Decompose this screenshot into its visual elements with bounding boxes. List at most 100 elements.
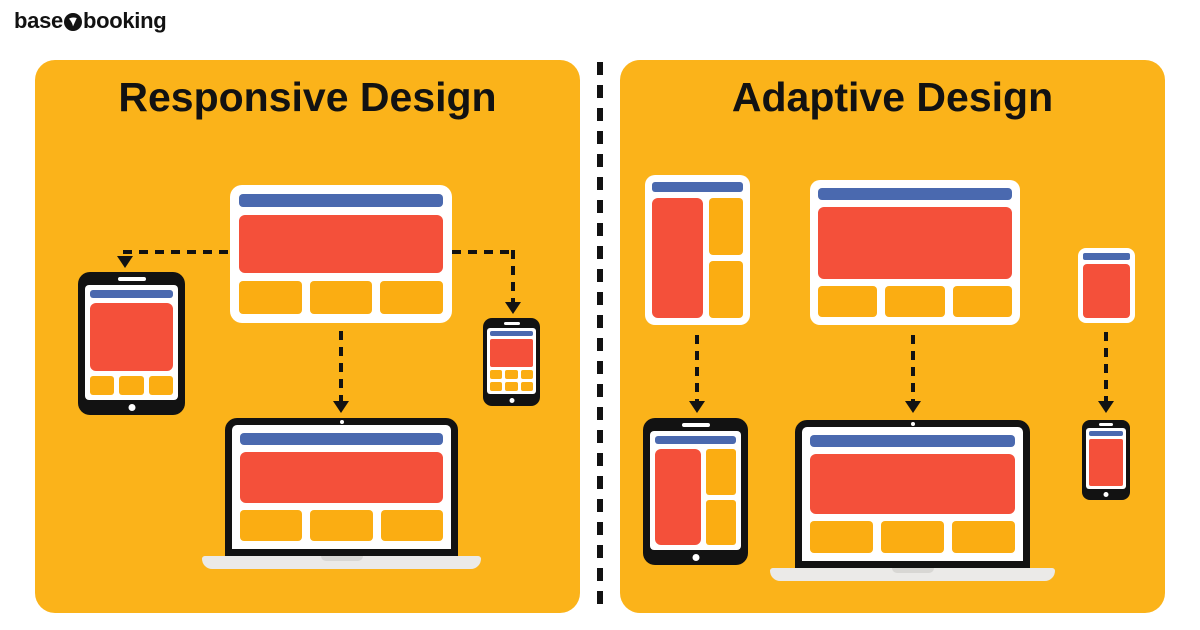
responsive-source-wireframe	[230, 185, 452, 323]
phone-home-button	[1103, 492, 1109, 497]
phone-device	[483, 318, 540, 406]
arrow-to-phone	[511, 250, 515, 302]
wireframe-box-row	[239, 281, 444, 314]
wireframe-box-row	[240, 510, 443, 541]
adaptive-title: Adaptive Design	[731, 74, 1054, 120]
wireframe-hero-block	[652, 198, 703, 318]
wireframe-box-row	[490, 382, 533, 391]
wireframe-box	[952, 286, 1012, 317]
wireframe-side-column	[705, 449, 736, 545]
wireframe-hero-block	[818, 207, 1012, 279]
adaptive-phone-wireframe	[1078, 248, 1135, 323]
wireframe-box	[810, 521, 873, 553]
wireframe-header-bar	[239, 194, 443, 207]
adaptive-design-panel: Adaptive Design	[620, 60, 1165, 613]
wireframe-hero-block	[90, 303, 173, 371]
wireframe-split-body	[655, 449, 736, 545]
wireframe-split-body	[652, 198, 743, 318]
logo-text-base: base	[14, 8, 63, 33]
tablet-speaker	[681, 423, 710, 427]
wireframe-box	[239, 281, 302, 314]
phone-screen	[487, 328, 536, 394]
wireframe-box	[705, 449, 736, 495]
arrow-to-tablet	[123, 250, 230, 254]
logo: base booking	[14, 8, 167, 34]
arrow-to-laptop-head	[905, 401, 921, 413]
wireframe-box	[490, 382, 503, 391]
responsive-design-panel: Responsive Design	[35, 60, 580, 613]
wireframe-box	[881, 521, 944, 553]
wireframe-box	[240, 510, 303, 541]
phone-device	[1082, 420, 1130, 500]
wireframe-box	[310, 510, 373, 541]
laptop-screen	[225, 418, 458, 556]
wireframe-hero-block	[655, 449, 701, 545]
logo-text-booking: booking	[82, 8, 167, 33]
tablet-home-button	[128, 404, 135, 411]
wireframe-box	[148, 376, 173, 395]
wireframe-hero-block	[1089, 439, 1123, 486]
laptop-base	[202, 556, 481, 569]
laptop-camera	[910, 422, 915, 426]
laptop-screen	[795, 420, 1030, 568]
laptop-device	[770, 420, 1055, 581]
wireframe-box	[952, 521, 1015, 553]
wireframe-header-bar	[1083, 253, 1130, 260]
wireframe-box	[119, 376, 144, 395]
tablet-screen	[650, 431, 741, 550]
logo-bird-icon	[63, 13, 82, 31]
wireframe-hero-block	[1083, 264, 1130, 318]
phone-home-button	[509, 398, 514, 403]
arrow-to-laptop-head	[333, 401, 349, 413]
wireframe-box	[709, 261, 743, 318]
wireframe-box	[380, 281, 444, 314]
wireframe-box-row	[90, 376, 173, 395]
phone-screen	[1086, 428, 1126, 489]
laptop-base	[770, 568, 1055, 581]
arrow-to-tablet-head	[689, 401, 705, 413]
wireframe-box	[885, 286, 945, 317]
laptop-base-notch	[320, 556, 363, 561]
tablet-screen	[85, 285, 178, 400]
adaptive-tablet-wireframe	[645, 175, 750, 325]
wireframe-header-bar	[490, 331, 533, 336]
responsive-title: Responsive Design	[118, 74, 497, 120]
wireframe-box-row	[490, 370, 533, 379]
tablet-device	[78, 272, 185, 415]
tablet-device	[643, 418, 748, 565]
panel-divider	[597, 62, 603, 613]
wireframe-box	[705, 499, 736, 545]
arrow-to-phone-head	[1098, 401, 1114, 413]
wireframe-hero-block	[239, 215, 443, 273]
wireframe-box	[505, 382, 518, 391]
wireframe-header-bar	[652, 182, 743, 192]
tablet-speaker	[117, 277, 146, 281]
wireframe-header-bar	[810, 435, 1015, 447]
wireframe-header-bar	[240, 433, 443, 445]
wireframe-box	[520, 370, 533, 379]
wireframe-header-bar	[818, 188, 1012, 200]
arrow-to-tablet-head	[117, 256, 133, 268]
wireframe-header-bar	[1089, 431, 1123, 436]
wireframe-hero-block	[810, 454, 1015, 514]
phone-speaker	[503, 322, 520, 325]
wireframe-side-column	[709, 198, 743, 318]
wireframe-hero-block	[240, 452, 443, 503]
adaptive-desktop-wireframe	[810, 180, 1020, 325]
wireframe-box	[818, 286, 878, 317]
wireframe-box	[505, 370, 518, 379]
wireframe-box-row	[818, 286, 1012, 317]
wireframe-header-bar	[90, 290, 173, 298]
arrow-to-phone	[1104, 332, 1108, 401]
laptop-device	[202, 418, 481, 569]
laptop-camera	[339, 420, 344, 424]
wireframe-box	[520, 382, 533, 391]
phone-speaker	[1099, 423, 1113, 426]
tablet-home-button	[692, 554, 699, 561]
arrow-to-tablet	[695, 335, 699, 401]
wireframe-box-row	[810, 521, 1015, 553]
laptop-base-notch	[891, 568, 934, 573]
wireframe-box	[709, 198, 743, 255]
wireframe-box	[380, 510, 443, 541]
